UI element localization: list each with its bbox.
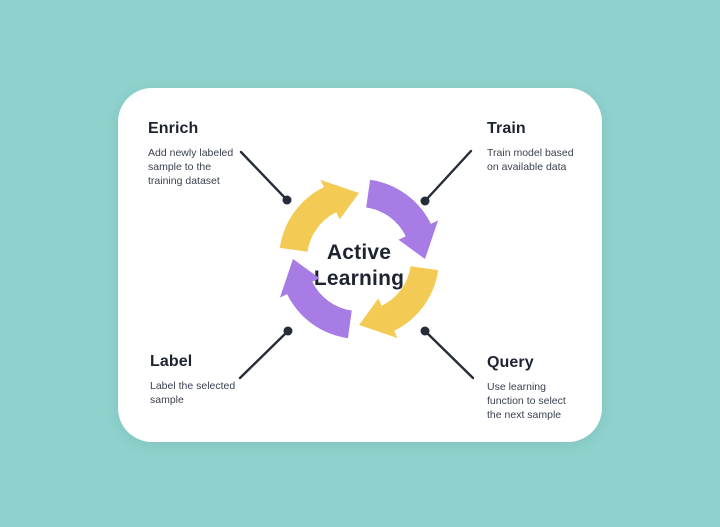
node-query-description: Use learning function to select the next… — [487, 381, 566, 421]
node-label-description: Label the selected sample — [150, 380, 236, 406]
node-enrich: Enrich Add newly labeled sample to the t… — [148, 120, 298, 189]
node-train-description: Train model based on available data — [487, 147, 574, 173]
node-enrich-title: Enrich — [148, 120, 199, 137]
node-train: Train Train model based on available dat… — [487, 120, 637, 175]
node-train-title: Train — [487, 120, 526, 137]
diagram-title: Active Learning — [313, 240, 405, 290]
node-enrich-description: Add newly labeled sample to the training… — [148, 147, 234, 187]
node-label: Label Label the selected sample — [150, 353, 300, 408]
node-label-title: Label — [150, 353, 193, 370]
active-learning-card — [118, 88, 602, 442]
node-query: Query Use learning function to select th… — [487, 354, 637, 423]
node-query-title: Query — [487, 354, 534, 371]
